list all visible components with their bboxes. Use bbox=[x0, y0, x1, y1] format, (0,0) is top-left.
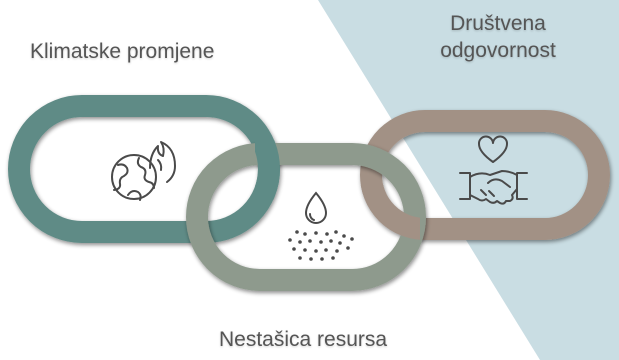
chain-link-social bbox=[360, 110, 610, 240]
label-social-line-2: odgovornost bbox=[440, 39, 556, 62]
chain-overlap-left bbox=[255, 140, 280, 200]
heart-handshake-icon bbox=[459, 135, 528, 205]
label-social-responsibility: Društvena odgovornost bbox=[418, 10, 578, 64]
water-drop-scatter-icon bbox=[288, 191, 354, 261]
label-resource-scarcity: Nestašica resursa bbox=[219, 328, 388, 351]
label-social-line-1: Društvena bbox=[450, 12, 546, 35]
globe-fire-icon bbox=[111, 141, 176, 201]
diagonal-panel bbox=[318, 0, 619, 360]
label-climate-change: Klimatske promjene bbox=[30, 40, 215, 63]
